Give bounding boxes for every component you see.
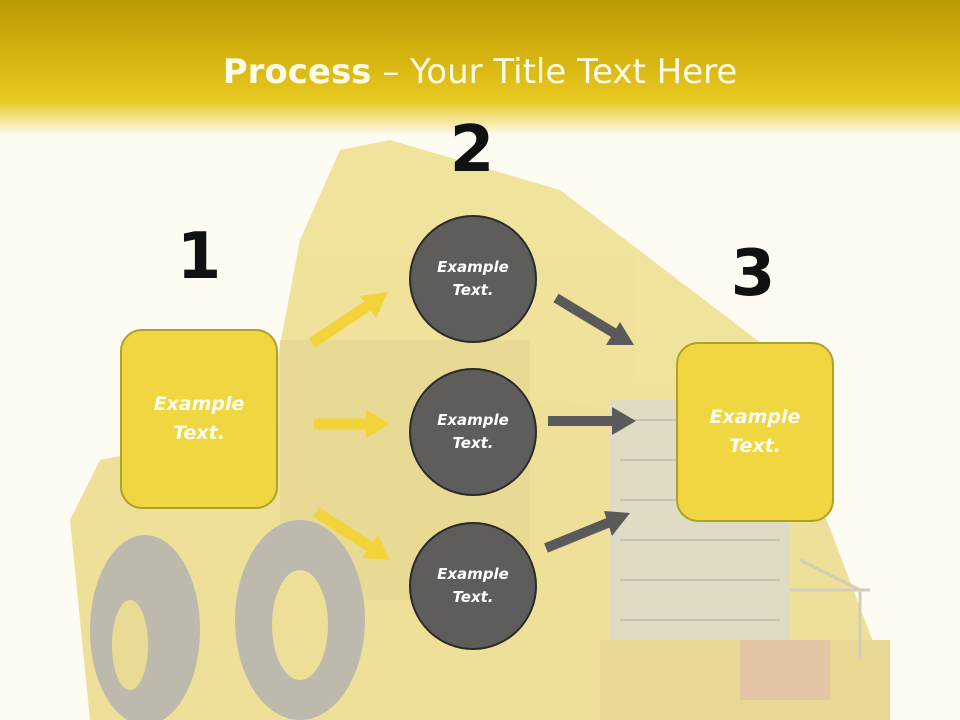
circle-node-bottom: Example Text.	[409, 522, 537, 650]
right-box-text: Example Text.	[709, 405, 801, 457]
circle-node-middle: Example Text.	[409, 368, 537, 496]
arrow-right-gray	[548, 407, 636, 435]
title-rest: – Your Title Text Here	[371, 52, 738, 92]
left-box-text: Example Text.	[153, 392, 245, 444]
step-number-2: 2	[449, 113, 495, 187]
slide-title: Process – Your Title Text Here	[0, 52, 960, 92]
circle-node-top: Example Text.	[409, 215, 537, 343]
arrow-right-yellow	[314, 410, 390, 438]
arrow-down-right-gray	[553, 293, 634, 345]
circle-bottom-text: Example Text.	[437, 564, 509, 606]
arrow-down-right-yellow	[313, 507, 390, 560]
title-bold: Process	[222, 52, 372, 92]
step-number-1: 1	[176, 220, 222, 294]
arrow-up-right-yellow	[308, 292, 388, 348]
step-number-3: 3	[730, 237, 776, 311]
arrow-up-right-gray	[544, 511, 630, 553]
left-text-box: Example Text.	[120, 329, 278, 509]
header-band	[0, 0, 960, 135]
right-text-box: Example Text.	[676, 342, 834, 522]
circle-middle-text: Example Text.	[437, 410, 509, 452]
circle-top-text: Example Text.	[437, 257, 509, 299]
